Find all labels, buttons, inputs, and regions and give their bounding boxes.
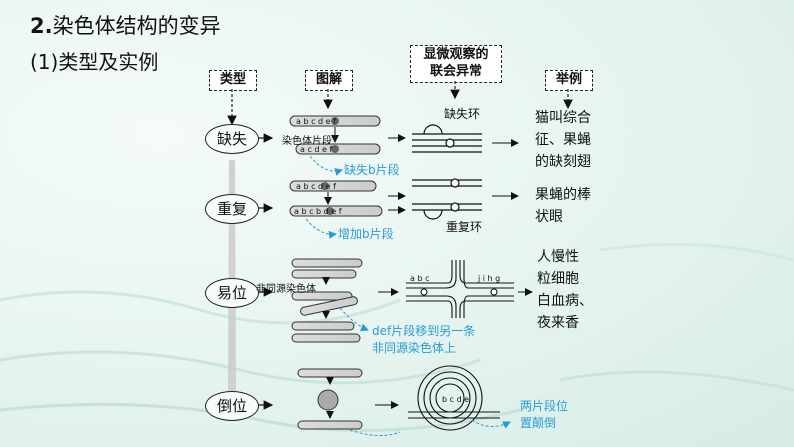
inversion-note-line1: 两片段位: [520, 398, 568, 415]
svg-text:a b c d e f: a b c d e f: [296, 117, 336, 126]
duplication-loop-label: 重复环: [446, 218, 482, 235]
svg-text:a b c: a b c: [410, 274, 429, 283]
svg-text:b c d e: b c d e: [442, 395, 469, 404]
deletion-note: 缺失b片段: [344, 162, 400, 179]
duplication-example-line2: 状眼: [535, 206, 591, 228]
duplication-example-line1: 果蝇的棒: [535, 184, 591, 206]
inversion-note-pointer: [472, 420, 510, 427]
duplication-note: 增加b片段: [338, 226, 394, 243]
type-inversion: 倒位: [205, 391, 259, 421]
deletion-example-line2: 征、果蝇: [535, 129, 591, 151]
type-translocation: 易位: [205, 278, 259, 308]
translocation-example-line2: 粒细胞: [537, 268, 593, 290]
deletion-loop-label: 缺失环: [444, 105, 480, 122]
deletion-segment-label: 染色体片段: [282, 132, 332, 147]
svg-text:a b c b d e f: a b c b d e f: [294, 207, 342, 216]
translocation-example-line3: 白血病、: [537, 290, 593, 312]
translocation-example-line1: 人慢性: [537, 246, 593, 268]
translocation-note: def片段移到另一条 非同源染色体上: [372, 323, 475, 357]
duplication-note-pointer: [306, 219, 336, 234]
svg-text:j i h g: j i h g: [477, 274, 500, 283]
svg-text:a b c d e f: a b c d e f: [296, 182, 336, 191]
deletion-example-line3: 的缺刻翅: [535, 151, 591, 173]
translocation-chromosome-label: 非同源染色体: [256, 280, 316, 295]
translocation-example-line4: 夜来香: [537, 312, 593, 334]
type-deletion: 缺失: [205, 124, 259, 154]
inversion-note: 两片段位 置颠倒: [520, 398, 568, 432]
translocation-note-line1: def片段移到另一条: [372, 323, 475, 340]
deletion-example-line1: 猫叫综合: [535, 107, 591, 129]
inversion-note-line2: 置颠倒: [520, 415, 568, 432]
inversion-chromosomes: [298, 369, 362, 429]
deletion-pairing: [412, 125, 482, 152]
translocation-cross: [406, 260, 514, 318]
deletion-example: 猫叫综合 征、果蝇 的缺刻翅: [535, 107, 591, 173]
type-duplication: 重复: [205, 194, 259, 224]
inversion-note-pointer-2: [350, 430, 400, 436]
duplication-pairing: [412, 179, 482, 219]
deletion-note-pointer: [310, 156, 342, 171]
translocation-chromosomes: [292, 259, 362, 342]
translocation-note-line2: 非同源染色体上: [372, 340, 475, 357]
translocation-example: 人慢性 粒细胞 白血病、 夜来香: [537, 246, 593, 334]
duplication-example: 果蝇的棒 状眼: [535, 184, 591, 228]
